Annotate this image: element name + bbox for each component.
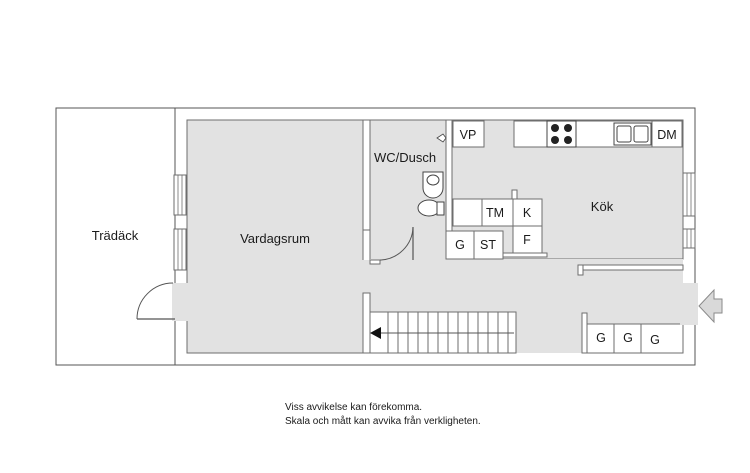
deck-door-opening	[172, 283, 190, 321]
wall-kitchen-bottom-right	[579, 264, 684, 271]
fixture-label-st: ST	[480, 238, 496, 252]
wall-living-bath-upper	[362, 119, 371, 231]
fixture-label-g: G	[596, 331, 606, 345]
disclaimer-line-1: Viss avvikelse kan förekomma.	[285, 402, 423, 413]
window-right-lower	[682, 228, 696, 249]
deck-area	[55, 107, 176, 366]
bathroom-door-swing	[379, 226, 414, 261]
fixture-label-tm: TM	[486, 206, 504, 220]
shower-head-icon	[436, 133, 447, 143]
fixture-label-vp: VP	[460, 128, 477, 142]
staircase	[369, 311, 517, 354]
washbasin-bowl	[426, 174, 440, 186]
sink-basin	[633, 125, 649, 143]
hob-ring	[551, 136, 559, 144]
fixture-label-f: F	[523, 233, 531, 247]
room-label-deck: Trädäck	[92, 228, 139, 243]
wall-bath-kitchen	[445, 119, 453, 234]
deck-door-swing	[136, 282, 174, 320]
kitchen-stub-wall	[511, 189, 518, 200]
stair-direction-arrow-icon	[370, 327, 381, 339]
wall-bath-bottom	[369, 259, 381, 265]
disclaimer: Viss avvikelse kan förekomma. Skala och …	[285, 401, 481, 429]
vp-cabinet	[452, 120, 485, 148]
living-room-floor	[186, 119, 364, 354]
entrance-opening	[680, 283, 698, 325]
hob-ring	[551, 124, 559, 132]
hob	[546, 120, 577, 148]
window-left-lower	[173, 228, 187, 271]
window-left-upper	[173, 174, 187, 216]
kitchen-top-counter	[513, 120, 683, 148]
disclaimer-line-2: Skala och mått kan avvika från verklighe…	[285, 416, 481, 427]
room-label-living: Vardagsrum	[240, 231, 310, 246]
fixture-label-g: G	[650, 333, 660, 347]
hob-ring	[564, 124, 572, 132]
hall-to-living-floor	[360, 260, 372, 293]
fixture-label-g: G	[455, 238, 465, 252]
room-label-kitchen: Kök	[591, 199, 614, 214]
wardrobe-unit	[586, 323, 684, 354]
kitchen-threshold	[502, 252, 548, 258]
entrance-arrow-icon	[698, 288, 723, 324]
fixture-label-dm: DM	[657, 128, 676, 142]
wall-cabinet-stub	[581, 312, 588, 354]
room-label-bath: WC/Dusch	[374, 150, 436, 165]
hob-ring	[564, 136, 572, 144]
window-right-upper	[682, 172, 696, 217]
sink-basin	[616, 125, 632, 143]
wall-living-hall	[362, 292, 371, 354]
toilet-tank	[436, 201, 445, 216]
wall-kitchen-stub	[577, 264, 584, 276]
fixture-label-k: K	[523, 206, 532, 220]
fixture-label-g: G	[623, 331, 633, 345]
